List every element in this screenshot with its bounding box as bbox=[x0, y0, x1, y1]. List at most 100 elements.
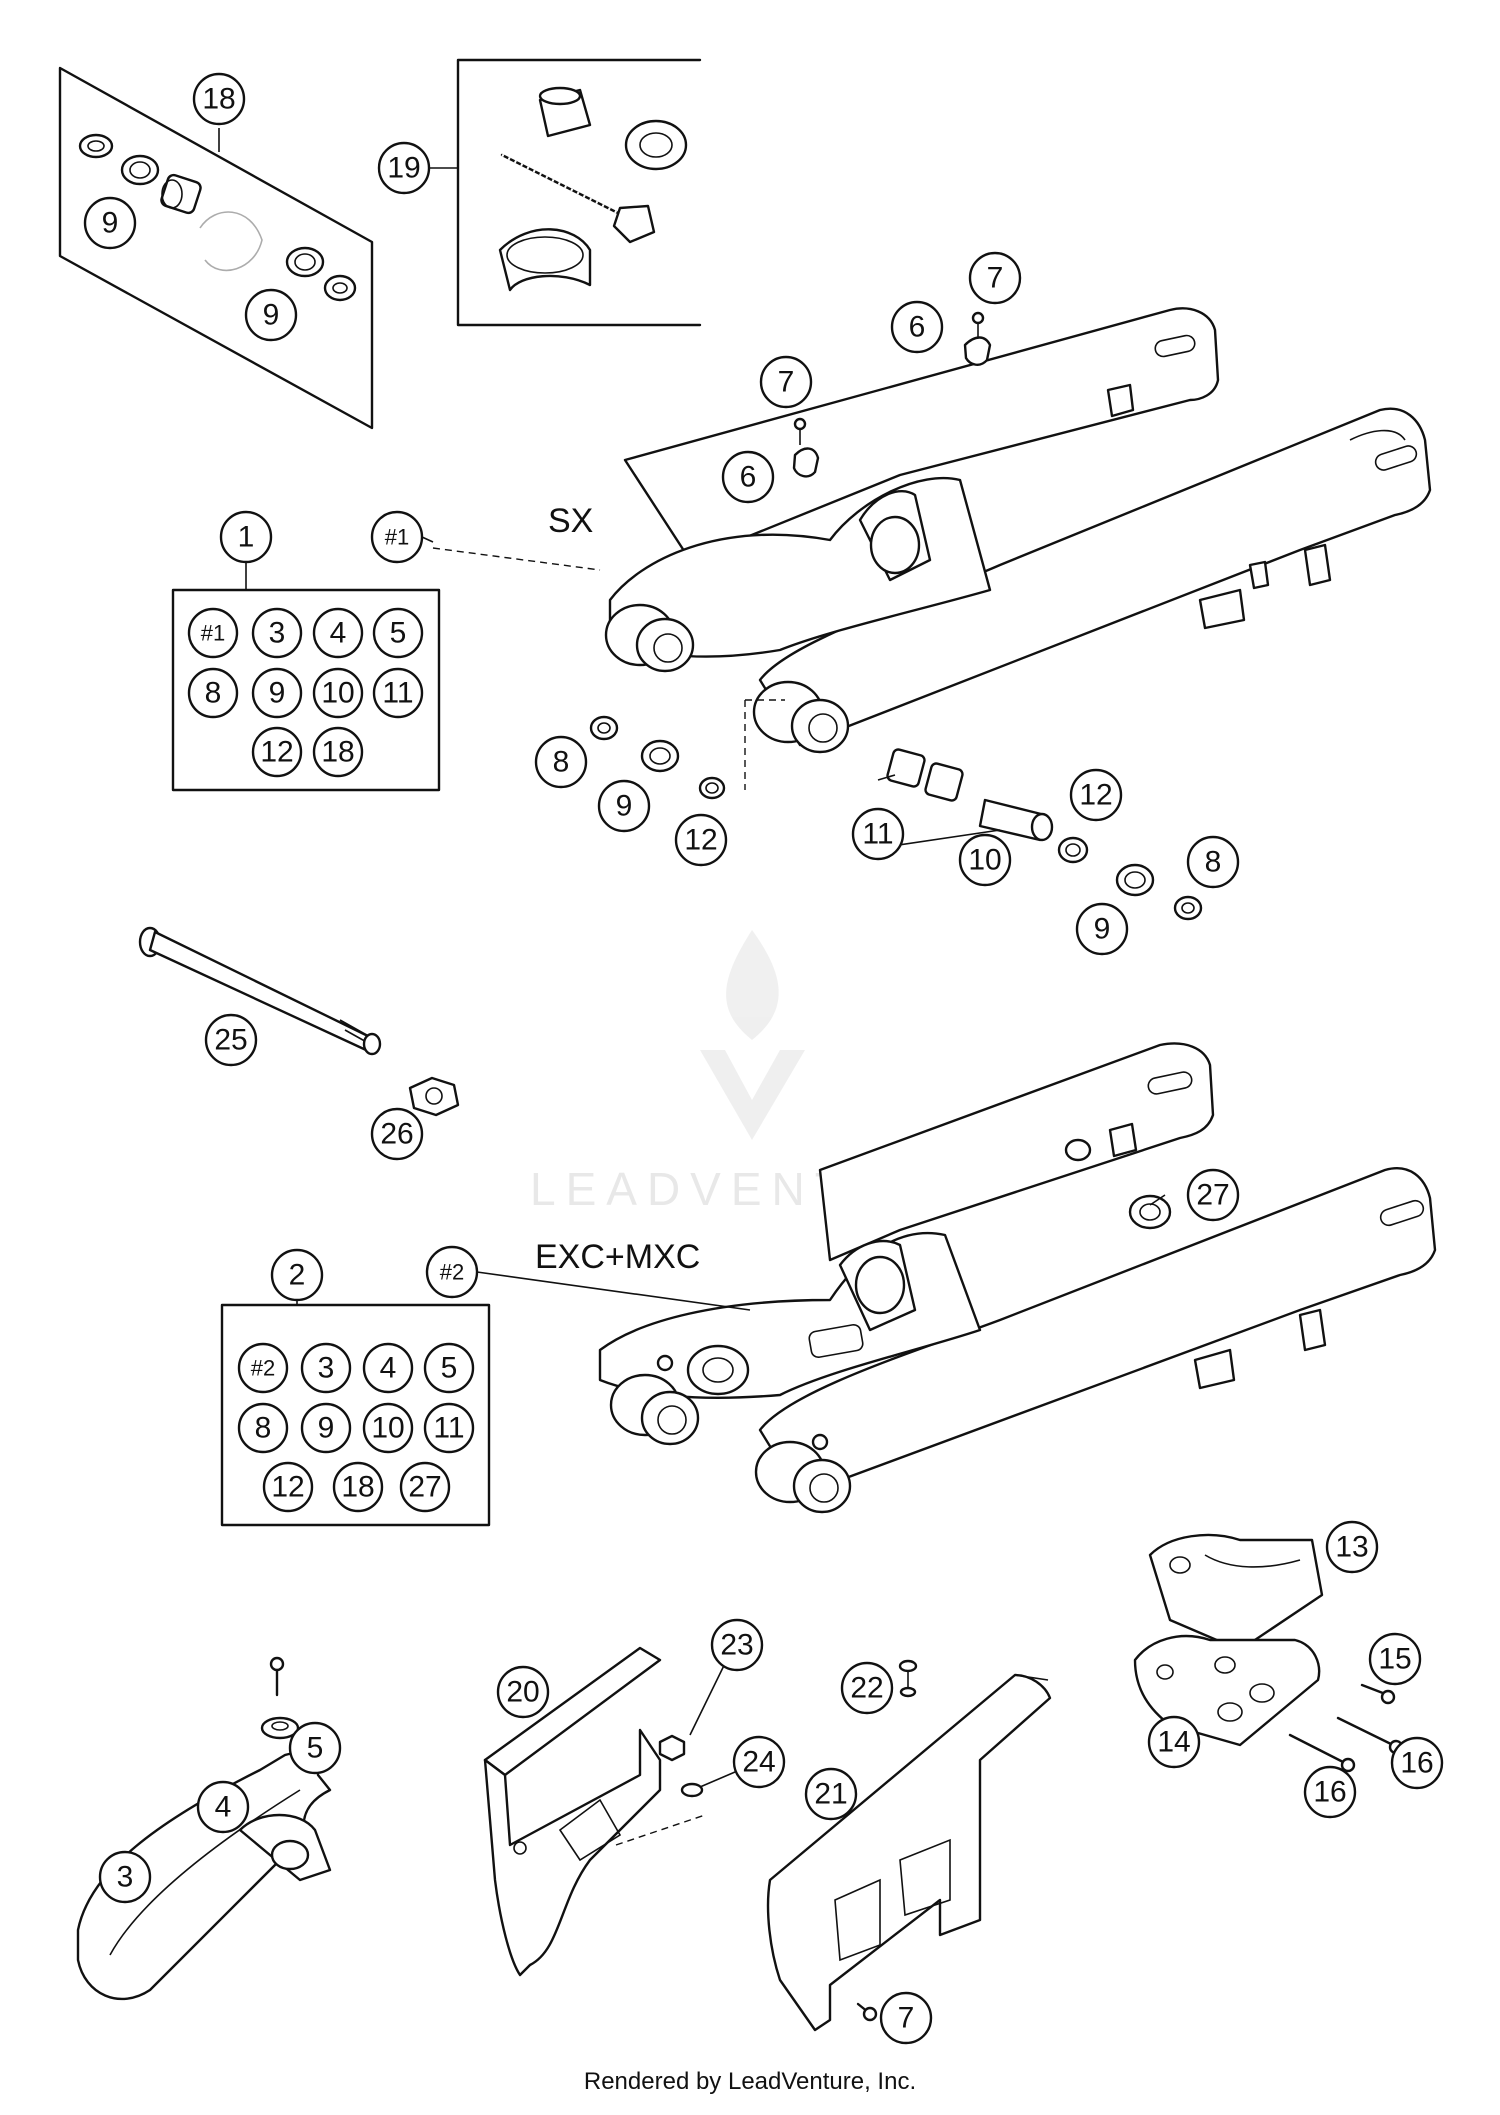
svg-text:13: 13 bbox=[1335, 1531, 1368, 1564]
callout-hash2: #2 bbox=[425, 1245, 479, 1299]
bushing-27-part bbox=[1128, 1194, 1172, 1230]
svg-text:3: 3 bbox=[117, 1861, 134, 1894]
bearing-kit-panel bbox=[58, 66, 374, 430]
callout-9-left: 9 bbox=[597, 779, 651, 833]
svg-text:5: 5 bbox=[441, 1352, 458, 1385]
callout-1: 1 bbox=[219, 510, 273, 564]
model-label-exc-mxc: EXC+MXC bbox=[535, 1238, 700, 1276]
svg-text:16: 16 bbox=[1313, 1776, 1346, 1809]
callout-10: 10 bbox=[958, 833, 1012, 887]
kit-2-item-9: 9 bbox=[300, 1402, 352, 1454]
callout-9-kit-a: 9 bbox=[83, 196, 137, 250]
bolt-kit-panel bbox=[456, 58, 702, 327]
kit-2-item-11: 11 bbox=[423, 1402, 475, 1454]
svg-text:#2: #2 bbox=[440, 1260, 464, 1285]
callout-21: 21 bbox=[804, 1767, 858, 1821]
callout-16-right: 16 bbox=[1390, 1736, 1444, 1790]
svg-text:8: 8 bbox=[205, 677, 222, 710]
chain-guard-rear bbox=[766, 1673, 1052, 2032]
callout-16-left: 16 bbox=[1303, 1765, 1357, 1819]
svg-text:25: 25 bbox=[214, 1024, 247, 1057]
svg-text:10: 10 bbox=[321, 677, 354, 710]
svg-text:27: 27 bbox=[408, 1471, 441, 1504]
callout-20: 20 bbox=[496, 1665, 550, 1719]
svg-text:4: 4 bbox=[330, 617, 347, 650]
pivot-spacer bbox=[978, 798, 1054, 842]
kit-2-item-27: 27 bbox=[399, 1461, 451, 1513]
svg-text:27: 27 bbox=[1196, 1179, 1229, 1212]
callout-27: 27 bbox=[1186, 1168, 1240, 1222]
guard-screw bbox=[856, 2002, 878, 2022]
kit-2-item-10: 10 bbox=[362, 1402, 414, 1454]
kit-2-item-18: 18 bbox=[332, 1461, 384, 1513]
kit-1-item-3: 3 bbox=[251, 607, 303, 659]
svg-text:4: 4 bbox=[380, 1352, 397, 1385]
kit-1-item-5: 5 bbox=[372, 607, 424, 659]
svg-text:15: 15 bbox=[1378, 1643, 1411, 1676]
kit-1-item-11: 11 bbox=[372, 667, 424, 719]
svg-text:9: 9 bbox=[269, 677, 286, 710]
svg-text:7: 7 bbox=[898, 2002, 915, 2035]
svg-text:16: 16 bbox=[1400, 1747, 1433, 1780]
kit-2-item-hash2: #2 bbox=[237, 1342, 289, 1394]
sleeve-part bbox=[498, 228, 592, 292]
svg-text:#2: #2 bbox=[251, 1356, 275, 1381]
svg-text:7: 7 bbox=[987, 262, 1004, 295]
svg-text:#1: #1 bbox=[385, 525, 409, 550]
callout-18-top: 18 bbox=[192, 72, 246, 126]
svg-text:14: 14 bbox=[1157, 1726, 1190, 1759]
chain-slider bbox=[76, 1752, 332, 2001]
svg-text:12: 12 bbox=[684, 824, 717, 857]
slider-washer bbox=[260, 1716, 300, 1740]
callout-13: 13 bbox=[1325, 1520, 1379, 1574]
svg-text:12: 12 bbox=[260, 736, 293, 769]
svg-text:8: 8 bbox=[553, 746, 570, 779]
kit-1-item-18: 18 bbox=[312, 726, 364, 778]
callout-26: 26 bbox=[370, 1107, 424, 1161]
svg-text:2: 2 bbox=[289, 1259, 306, 1292]
svg-text:5: 5 bbox=[307, 1732, 324, 1765]
svg-text:9: 9 bbox=[263, 299, 280, 332]
callout-14: 14 bbox=[1147, 1715, 1201, 1769]
kit-2-item-5: 5 bbox=[423, 1342, 475, 1394]
svg-text:18: 18 bbox=[202, 83, 235, 116]
swingarm-exc-mxc bbox=[598, 1042, 1437, 1514]
svg-text:23: 23 bbox=[720, 1629, 753, 1662]
kit-2-items: #2 3 4 5 8 9 10 11 12 18 27 bbox=[237, 1342, 475, 1513]
callout-7-b: 7 bbox=[759, 355, 813, 409]
guard-nut bbox=[658, 1734, 686, 1762]
callout-6-b: 6 bbox=[721, 450, 775, 504]
kit-2-item-8: 8 bbox=[237, 1402, 289, 1454]
kit-1-item-10: 10 bbox=[312, 667, 364, 719]
callout-9-kit-b: 9 bbox=[244, 288, 298, 342]
svg-text:3: 3 bbox=[269, 617, 286, 650]
svg-text:3: 3 bbox=[318, 1352, 335, 1385]
axle-nut bbox=[408, 1076, 460, 1117]
callout-15: 15 bbox=[1368, 1632, 1422, 1686]
pivot-bolt-part bbox=[500, 153, 656, 244]
bushing-part bbox=[78, 133, 114, 159]
svg-text:6: 6 bbox=[909, 311, 926, 344]
svg-text:6: 6 bbox=[740, 461, 757, 494]
kit-2-item-12: 12 bbox=[262, 1461, 314, 1513]
svg-text:11: 11 bbox=[382, 677, 413, 710]
svg-text:9: 9 bbox=[1094, 913, 1111, 946]
svg-text:11: 11 bbox=[862, 818, 893, 851]
seal-ring-part bbox=[120, 154, 160, 186]
callout-hash1: #1 bbox=[370, 510, 424, 564]
svg-text:10: 10 bbox=[371, 1412, 404, 1445]
svg-text:5: 5 bbox=[390, 617, 407, 650]
guard-washer bbox=[680, 1782, 704, 1798]
guard-rivet bbox=[898, 1659, 918, 1698]
svg-text:22: 22 bbox=[850, 1672, 883, 1705]
callout-9-right: 9 bbox=[1075, 902, 1129, 956]
callout-4: 4 bbox=[196, 1780, 250, 1834]
callout-2: 2 bbox=[270, 1248, 324, 1302]
svg-text:4: 4 bbox=[215, 1791, 232, 1824]
callout-19: 19 bbox=[377, 141, 431, 195]
callout-6-a: 6 bbox=[890, 300, 944, 354]
sx-bearing-row bbox=[589, 715, 1203, 921]
chain-guide-screws bbox=[1288, 1683, 1404, 1773]
kit-box-1 bbox=[171, 588, 441, 792]
